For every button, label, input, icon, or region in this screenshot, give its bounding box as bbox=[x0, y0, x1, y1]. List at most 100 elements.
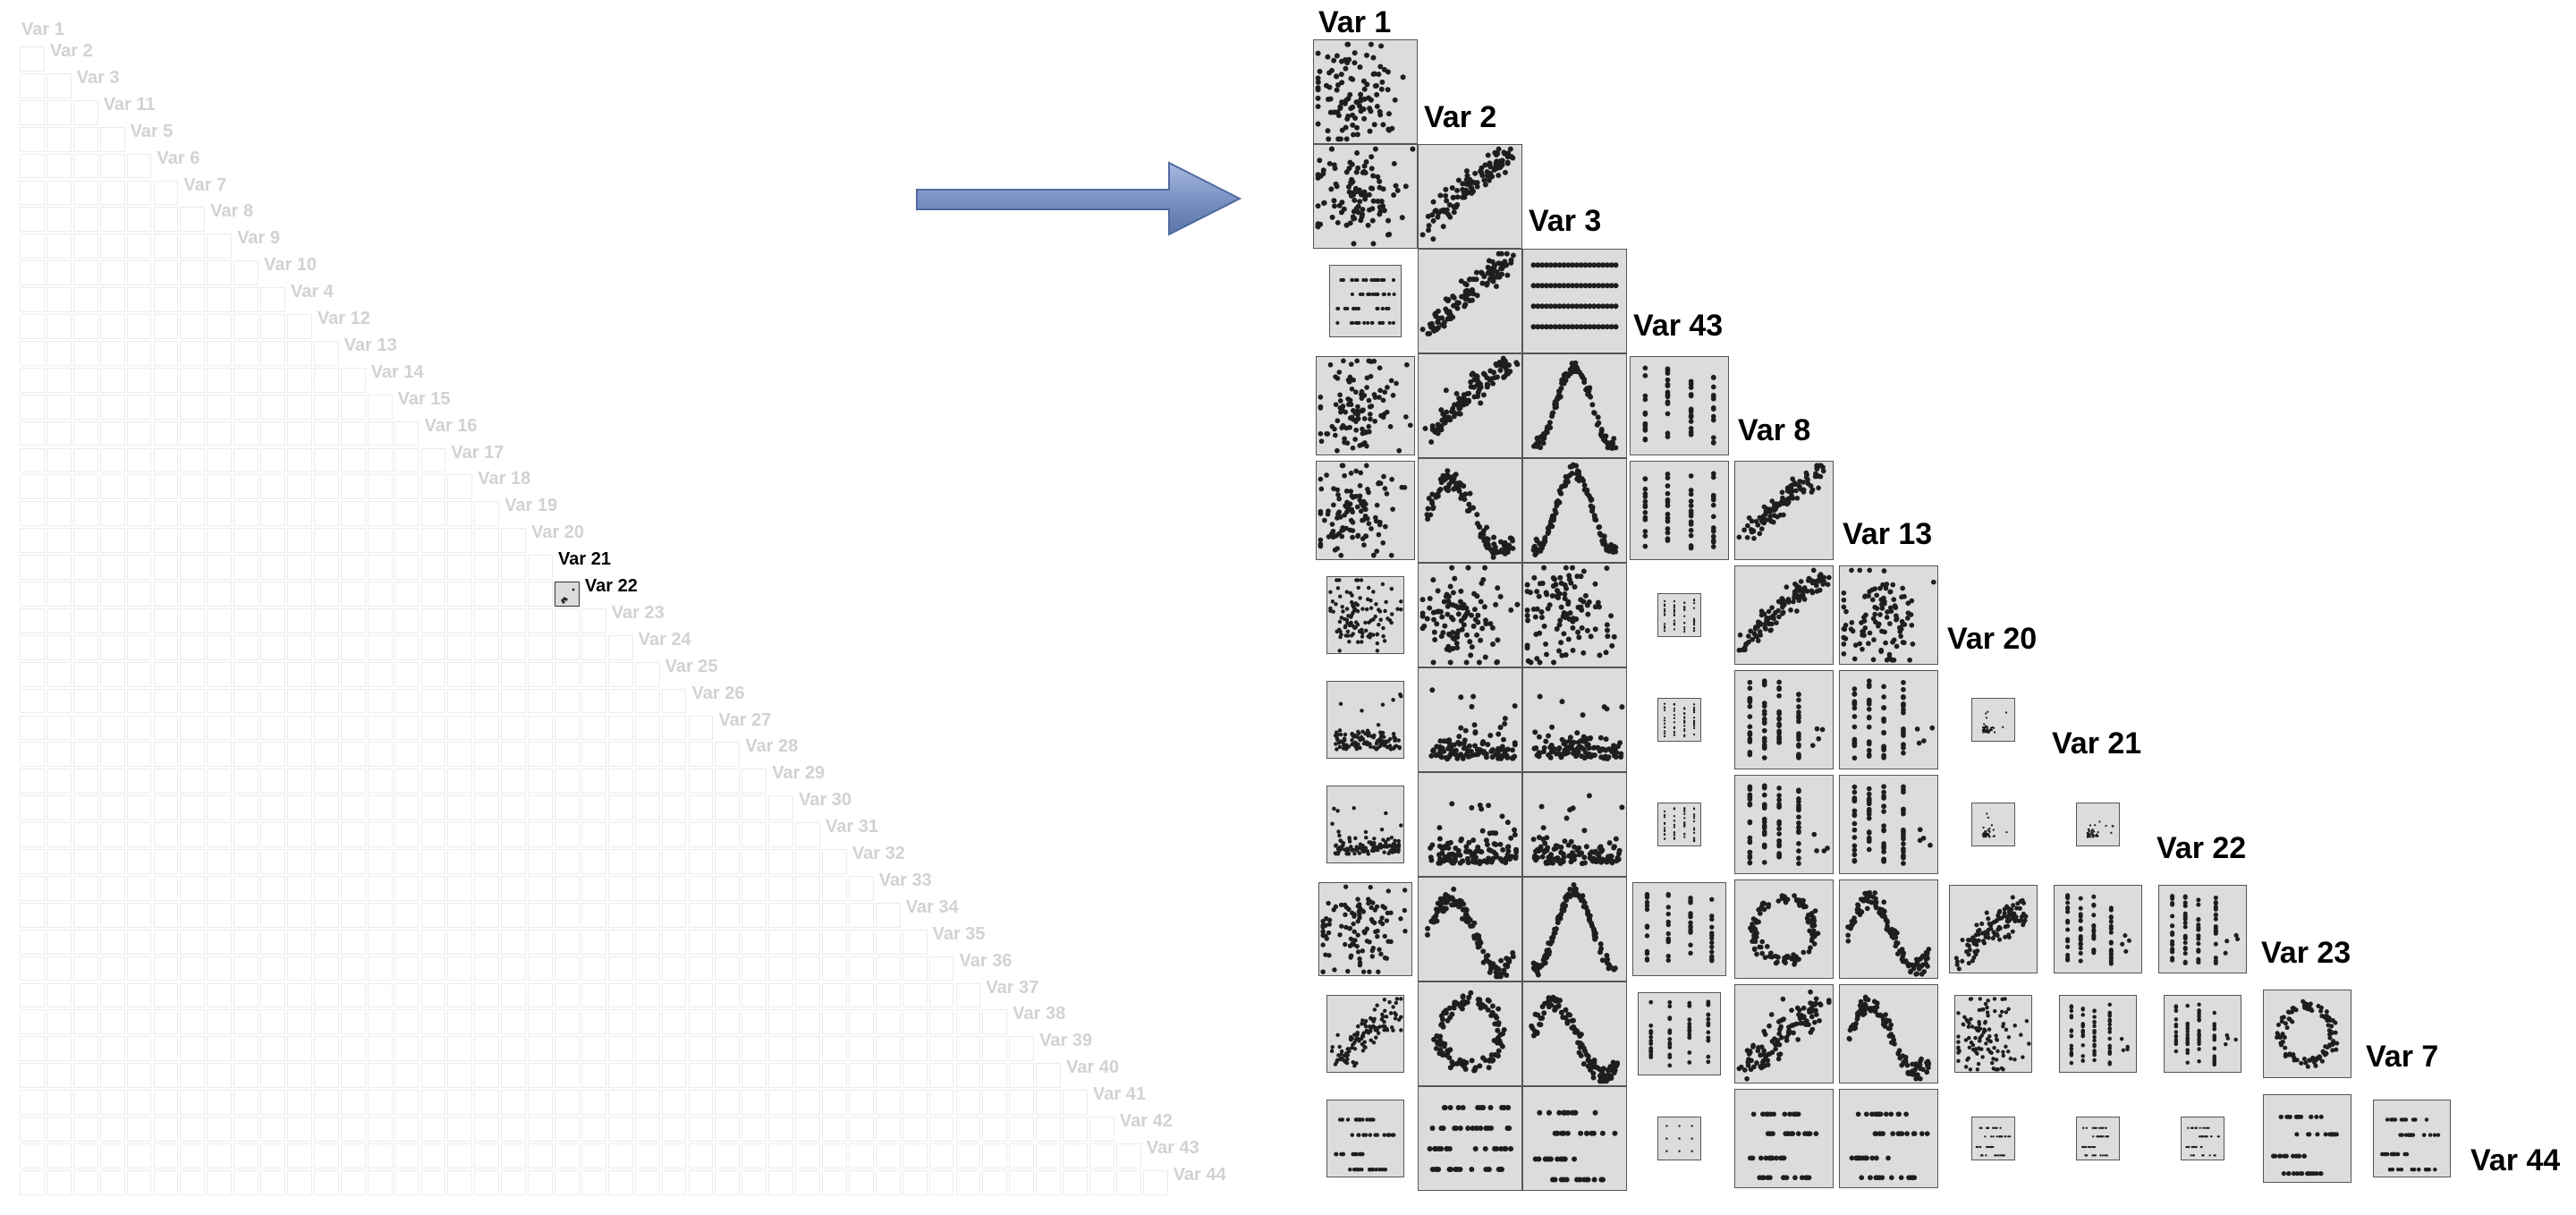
data-point bbox=[1597, 845, 1603, 851]
data-point bbox=[1374, 502, 1380, 508]
data-point bbox=[1478, 1005, 1484, 1011]
overview-cell bbox=[848, 929, 874, 955]
data-point bbox=[1368, 884, 1373, 890]
data-point bbox=[1881, 827, 1886, 833]
data-point bbox=[1683, 809, 1686, 811]
data-point bbox=[1326, 160, 1333, 166]
data-point bbox=[1383, 839, 1388, 844]
overview-cell bbox=[340, 528, 366, 554]
overview-cell bbox=[607, 715, 633, 741]
data-point bbox=[1809, 743, 1816, 748]
overview-cell bbox=[233, 367, 259, 393]
data-point bbox=[1599, 957, 1606, 964]
overview-cell bbox=[99, 929, 125, 955]
overview-cell bbox=[180, 742, 206, 768]
data-point bbox=[1388, 1010, 1393, 1015]
data-point bbox=[1425, 925, 1431, 931]
data-point bbox=[1776, 738, 1782, 744]
overview-cell bbox=[394, 634, 419, 660]
data-point bbox=[1538, 844, 1544, 850]
data-point bbox=[1384, 1014, 1388, 1019]
overview-cell bbox=[153, 501, 179, 527]
overview-cell bbox=[580, 769, 606, 794]
data-point bbox=[2064, 900, 2070, 905]
overview-cell bbox=[420, 555, 446, 580]
data-point bbox=[1881, 849, 1886, 854]
overview-cell bbox=[260, 287, 285, 312]
data-point bbox=[1477, 998, 1483, 1004]
data-point bbox=[1776, 819, 1782, 825]
data-point bbox=[1796, 855, 1801, 861]
data-point bbox=[1597, 531, 1604, 538]
overview-cell bbox=[367, 1090, 393, 1115]
data-point bbox=[1524, 642, 1530, 649]
data-point bbox=[1343, 732, 1347, 736]
data-point bbox=[1688, 942, 1693, 947]
data-point bbox=[1761, 745, 1767, 751]
overview-cell bbox=[795, 956, 820, 981]
data-point bbox=[1336, 370, 1343, 375]
data-point bbox=[1489, 746, 1496, 752]
overview-cell bbox=[501, 822, 527, 847]
overview-cell bbox=[260, 1090, 285, 1115]
data-point bbox=[1335, 1058, 1340, 1062]
data-point bbox=[1852, 827, 1858, 833]
data-point bbox=[1852, 741, 1858, 747]
data-point bbox=[1343, 912, 1348, 917]
overview-cell bbox=[501, 742, 527, 768]
data-point bbox=[1596, 604, 1602, 610]
overview-cell bbox=[661, 742, 687, 768]
overview-label: Var 36 bbox=[959, 950, 1013, 971]
data-point bbox=[1761, 703, 1767, 709]
overview-cell bbox=[528, 795, 553, 821]
data-point bbox=[1342, 736, 1346, 741]
data-point bbox=[1362, 191, 1368, 198]
overview-cell bbox=[287, 340, 312, 366]
overview-cell bbox=[875, 929, 901, 955]
overview-cell bbox=[367, 902, 393, 928]
overview-cell bbox=[99, 474, 125, 500]
data-point bbox=[1692, 598, 1696, 601]
overview-cell bbox=[447, 1169, 473, 1195]
data-point bbox=[1663, 730, 1666, 733]
data-point bbox=[1571, 739, 1577, 745]
data-point bbox=[1603, 650, 1609, 656]
overview-cell bbox=[768, 822, 794, 847]
data-point bbox=[1370, 173, 1377, 179]
overview-cell bbox=[313, 875, 339, 901]
data-point bbox=[1350, 731, 1354, 735]
data-point bbox=[1390, 1004, 1395, 1009]
data-point bbox=[1352, 1063, 1357, 1067]
overview-cell bbox=[207, 875, 233, 901]
overview-cell bbox=[180, 314, 206, 339]
overview-cell bbox=[126, 1143, 152, 1168]
overview-cell bbox=[474, 982, 500, 1008]
data-point bbox=[1349, 1045, 1354, 1049]
data-point bbox=[1591, 410, 1597, 416]
data-point bbox=[1436, 608, 1442, 615]
overview-cell bbox=[20, 1009, 45, 1035]
data-point bbox=[1429, 500, 1436, 506]
data-point bbox=[2078, 896, 2083, 901]
data-point bbox=[1747, 679, 1753, 685]
data-point bbox=[1673, 731, 1675, 734]
overview-cell bbox=[99, 394, 125, 420]
data-point bbox=[1546, 529, 1552, 535]
overview-cell bbox=[501, 956, 527, 981]
data-point bbox=[1766, 902, 1772, 907]
scatter-points bbox=[1530, 360, 1619, 451]
data-point bbox=[1987, 833, 1989, 836]
overview-label: Var 15 bbox=[397, 388, 451, 409]
overview-cell bbox=[20, 394, 45, 420]
data-point bbox=[1604, 565, 1610, 572]
data-point bbox=[1781, 602, 1787, 608]
overview-cell bbox=[46, 1169, 72, 1195]
data-point bbox=[1391, 731, 1396, 736]
data-point bbox=[2010, 903, 2015, 908]
data-point bbox=[1495, 637, 1501, 643]
data-point bbox=[1453, 641, 1460, 646]
overview-cell bbox=[287, 528, 312, 554]
data-point bbox=[1490, 1057, 1496, 1063]
overview-cell bbox=[688, 822, 714, 847]
data-point bbox=[1683, 832, 1686, 835]
